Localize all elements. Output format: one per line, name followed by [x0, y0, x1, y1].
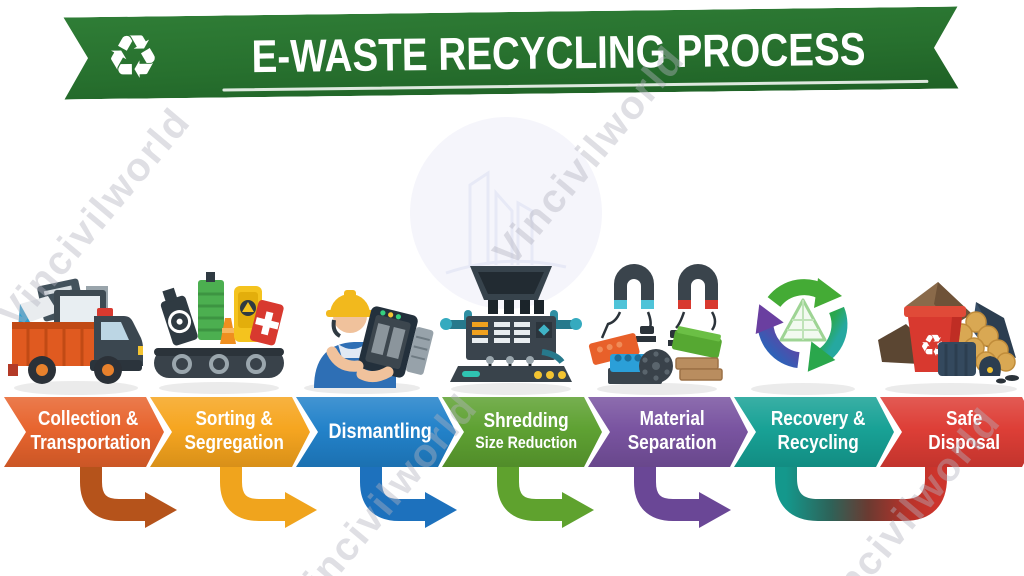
step-recovery-recycling: Recovery &Recycling: [734, 397, 894, 467]
conveyor-belt-icon: [154, 272, 284, 394]
flow-arrow-4: [497, 464, 594, 528]
flow-connector-u: [775, 464, 947, 521]
flow-arrow-2: [220, 464, 317, 528]
waste-pile-icon: ♻: [878, 282, 1019, 395]
flow-arrow-5: [634, 464, 731, 528]
recycle-icon: ♻: [105, 22, 161, 93]
step-label: Size Reduction: [475, 434, 578, 453]
truck-icon: [8, 278, 143, 395]
step-label: Shredding: [483, 410, 569, 433]
header-banner: ♻ E-WASTE RECYCLING PROCESS: [64, 7, 959, 100]
step-label: Recycling: [777, 432, 859, 454]
faint-logo-circle: [410, 117, 602, 309]
flow-arrow-1: [80, 464, 177, 528]
step-sorting-segregation: Sorting &Segregation: [150, 397, 310, 467]
page-title: E-WASTE RECYCLING PROCESS: [251, 22, 867, 83]
worker-icon: [304, 290, 434, 394]
step-label: Dismantling: [328, 419, 432, 443]
step-dismantling: Dismantling: [296, 397, 456, 467]
step-label: Sorting &: [195, 408, 273, 431]
step-label: Material: [639, 408, 705, 431]
recycle-arrows-icon: [751, 278, 855, 395]
step-label: Collection &: [37, 408, 139, 431]
magnet-icon: [588, 264, 723, 395]
step-label: Segregation: [184, 432, 284, 454]
step-label: Disposal: [928, 432, 1000, 454]
step-label: Recovery &: [770, 408, 866, 431]
step-label: Separation: [627, 432, 717, 454]
step-label: Transportation: [30, 432, 151, 454]
step-collection-transportation: Collection &Transportation: [4, 397, 164, 467]
step-label: Safe: [945, 408, 983, 431]
shredder-icon: [440, 266, 582, 395]
flow-arrow-3: [360, 464, 457, 528]
